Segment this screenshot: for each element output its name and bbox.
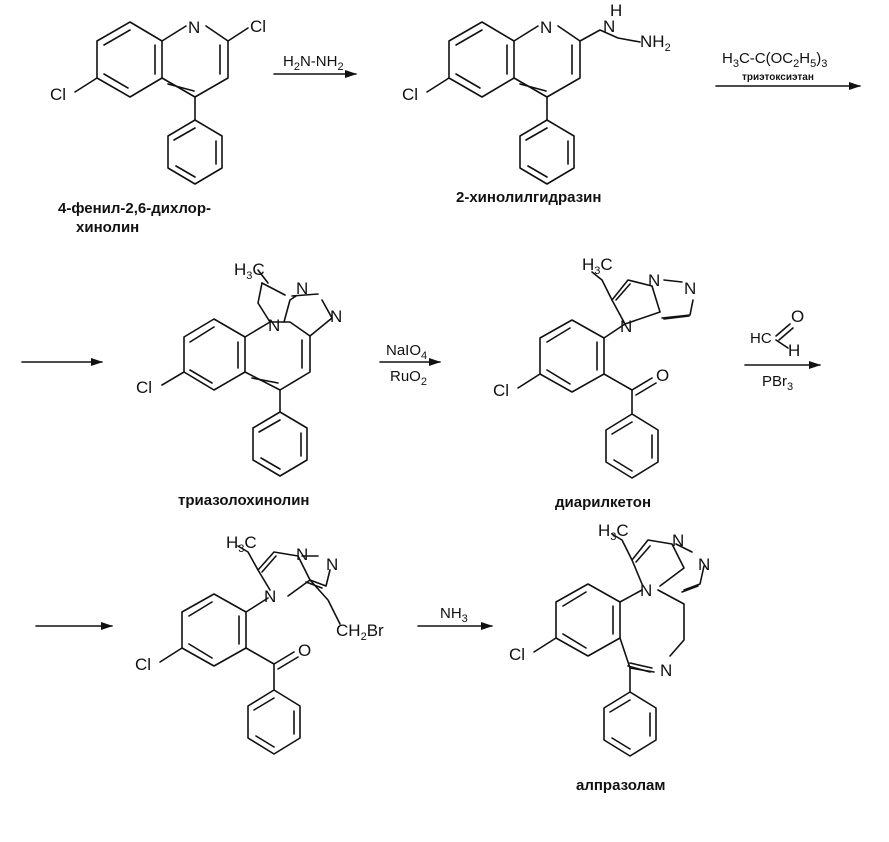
benzo-ring <box>96 21 163 98</box>
carbonyl-oxygen: O <box>656 366 669 385</box>
reaction-arrow-bromomethylation: HC O H PBr3 <box>744 307 821 393</box>
triazole-n4: N <box>264 587 276 606</box>
carbonyl-oxygen: O <box>298 641 311 660</box>
compound-diarylketone: N N N H3C Cl O диарилкетон <box>493 255 696 511</box>
chlorine: Cl <box>509 645 525 664</box>
bridgehead-nitrogen: N <box>640 581 652 600</box>
chlorine: Cl <box>135 655 151 674</box>
triazole-n1: N <box>648 271 660 290</box>
chlorine-2: Cl <box>250 17 266 36</box>
chlorine: Cl <box>136 378 152 397</box>
triazole-n2: N <box>330 307 342 326</box>
phenyl-ring <box>167 119 223 185</box>
reagent-periodate: NaIO4 <box>386 342 427 362</box>
methyl-group: H3C <box>582 255 613 277</box>
triazole-n4: N <box>620 317 632 336</box>
compound-name: триазолохинолин <box>178 492 309 509</box>
methyl-group: H3C <box>598 521 629 543</box>
formaldehyde-o: O <box>791 307 804 326</box>
compound-name: диарилкетон <box>555 494 651 511</box>
ring-nitrogen: N <box>540 18 552 37</box>
triazole-n2: N <box>326 555 338 574</box>
chlorine-6: Cl <box>402 85 418 104</box>
azepine-nitrogen: N <box>660 661 672 680</box>
reagent-hydrazine: H2N-NH2 <box>283 53 344 73</box>
compound-name-line2: хинолин <box>76 219 139 236</box>
reaction-arrow-orthoester: H3C-C(OC2H5)3 триэтоксиэтан <box>715 50 861 90</box>
chlorine: Cl <box>493 381 509 400</box>
triazole-n2: N <box>684 279 696 298</box>
reagent-ruthenium-oxide: RuO2 <box>390 368 427 388</box>
compound-name-line1: 4-фенил-2,6-дихлор- <box>58 200 211 217</box>
compound-alprazolam: N N N N H3C Cl алпразолам <box>509 521 710 794</box>
reagent-name: триэтоксиэтан <box>742 72 814 83</box>
compound-name: алпразолам <box>576 777 665 794</box>
reagent-pbr3: PBr3 <box>762 373 793 393</box>
formaldehyde-h: H <box>788 341 800 360</box>
triazole-n1: N <box>672 531 684 550</box>
chlorine-6: Cl <box>50 85 66 104</box>
methyl-group: H3C <box>226 533 257 555</box>
hydrazine-h: H <box>610 1 622 20</box>
bridgehead-nitrogen: N <box>268 316 280 335</box>
reagent-ammonia: NH3 <box>440 605 468 625</box>
triazole-n2: N <box>698 555 710 574</box>
compound-quinolylhydrazine: N H N NH2 Cl 2-хинолилгидразин <box>402 1 671 206</box>
reaction-arrow-ammonia: NH3 <box>417 605 493 630</box>
triazole-n1: N <box>296 279 308 298</box>
triazole-n1: N <box>296 545 308 564</box>
ring-nitrogen: N <box>188 18 200 37</box>
formaldehyde-hc: HC <box>750 330 772 347</box>
compound-name: 2-хинолилгидразин <box>456 189 601 206</box>
reagent-orthoester: H3C-C(OC2H5)3 <box>722 50 827 70</box>
methyl-group: H3C <box>234 260 265 282</box>
pyridine-ring <box>74 25 249 121</box>
reaction-arrow-oxidation: NaIO4 RuO2 <box>379 342 441 388</box>
bromomethyl-group: CH2Br <box>336 621 384 643</box>
hydrazine-n: N <box>603 17 615 36</box>
compound-bromomethyl-intermediate: N N N H3C CH2Br Cl O <box>135 533 384 755</box>
reaction-arrow-hydrazine: H2N-NH2 <box>273 53 357 78</box>
compound-triazoloquinoline: N N N H3C Cl триазолохинолин <box>136 260 342 509</box>
hydrazine-nh2: NH2 <box>640 32 671 54</box>
compound-dichloroquinoline: N Cl Cl 4-фенил-2,6-дихлор- хинолин <box>50 17 266 236</box>
